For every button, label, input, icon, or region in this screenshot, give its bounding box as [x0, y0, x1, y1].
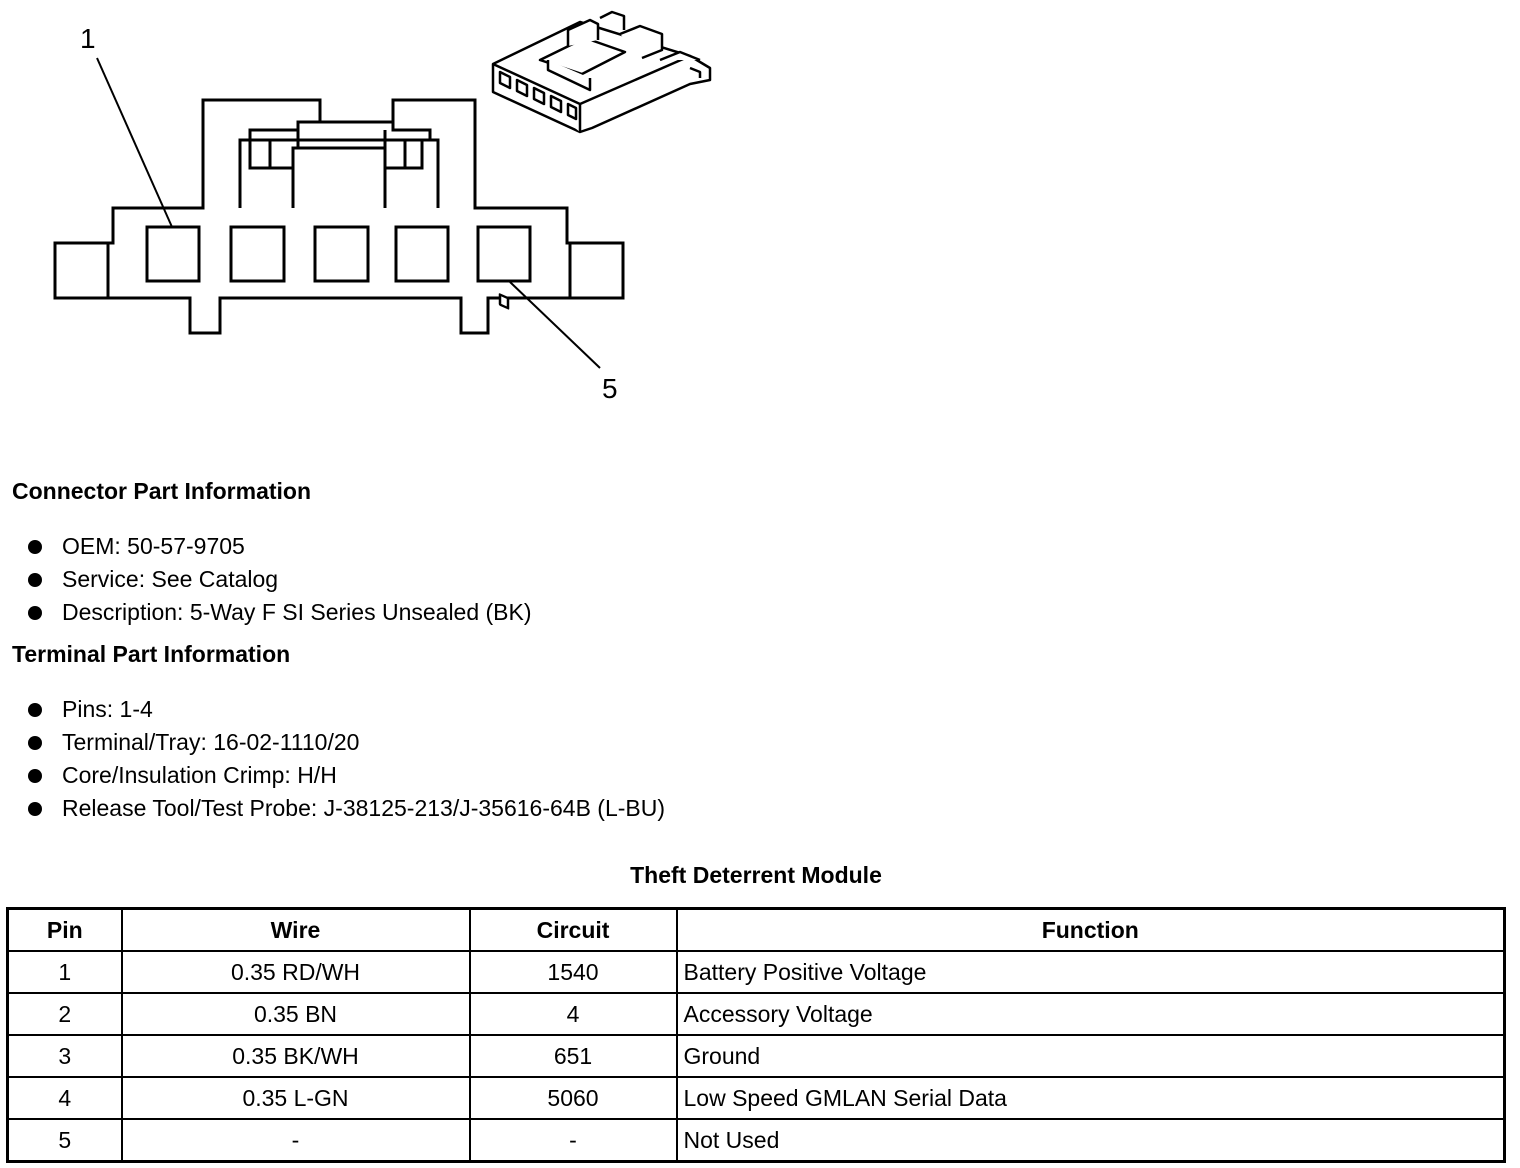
callout-5-label: 5 — [602, 373, 618, 404]
cell-function: Accessory Voltage — [675, 992, 1506, 1036]
cavity-4 — [394, 225, 450, 283]
cell-circuit: 5060 — [468, 1076, 678, 1120]
bullet-icon — [28, 605, 42, 620]
cavity-2 — [229, 225, 286, 283]
table-header-row: Pin Wire Circuit Function — [6, 907, 1506, 952]
terminal-info-heading: Terminal Part Information — [12, 641, 291, 667]
latch-inner — [248, 130, 430, 208]
connector-diagram: 1 5 — [53, 10, 712, 404]
list-item: Core/Insulation Crimp: H/H — [28, 759, 665, 792]
header-circuit: Circuit — [468, 907, 678, 952]
cell-pin: 4 — [6, 1076, 123, 1120]
bullet-icon — [28, 735, 42, 750]
bullet-icon — [28, 768, 42, 783]
cell-circuit: - — [468, 1118, 678, 1163]
terminal-info-list: Pins: 1-4 Terminal/Tray: 16-02-1110/20 C… — [28, 693, 665, 825]
table-row: 4 0.35 L-GN 5060 Low Speed GMLAN Serial … — [6, 1076, 1506, 1120]
pinout-table: Pin Wire Circuit Function 1 0.35 RD/WH 1… — [6, 907, 1506, 1163]
header-function: Function — [675, 907, 1506, 952]
table-row: 3 0.35 BK/WH 651 Ground — [6, 1034, 1506, 1078]
cell-wire: 0.35 L-GN — [120, 1076, 471, 1120]
latch-outline — [238, 120, 440, 208]
list-item: OEM: 50-57-9705 — [28, 530, 532, 563]
cell-wire: 0.35 RD/WH — [120, 950, 471, 994]
cell-wire: - — [120, 1118, 471, 1163]
list-item: Release Tool/Test Probe: J-38125-213/J-3… — [28, 792, 665, 825]
table-title: Theft Deterrent Module — [630, 862, 882, 888]
cavity-1 — [145, 225, 201, 283]
callout-5-leader — [509, 281, 601, 369]
cell-function: Battery Positive Voltage — [675, 950, 1506, 994]
cell-function: Ground — [675, 1034, 1506, 1078]
cell-wire: 0.35 BN — [120, 992, 471, 1036]
table-row: 5 - - Not Used — [6, 1118, 1506, 1163]
connector-body-outline — [53, 98, 625, 335]
connector-isometric-illustration — [491, 10, 712, 310]
cell-function: Low Speed GMLAN Serial Data — [675, 1076, 1506, 1120]
header-pin: Pin — [6, 907, 123, 952]
cavity-5 — [476, 225, 532, 283]
cell-pin: 3 — [6, 1034, 123, 1078]
bullet-icon — [28, 539, 42, 554]
list-item: Terminal/Tray: 16-02-1110/20 — [28, 726, 665, 759]
list-item: Service: See Catalog — [28, 563, 532, 596]
cell-circuit: 651 — [468, 1034, 678, 1078]
table-row: 2 0.35 BN 4 Accessory Voltage — [6, 992, 1506, 1036]
cell-pin: 5 — [6, 1118, 123, 1163]
cell-circuit: 4 — [468, 992, 678, 1036]
callout-1-leader — [96, 57, 173, 228]
list-item: Pins: 1-4 — [28, 693, 665, 726]
list-item: Description: 5-Way F SI Series Unsealed … — [28, 596, 532, 629]
cell-pin: 2 — [6, 992, 123, 1036]
bullet-icon — [28, 702, 42, 717]
cell-pin: 1 — [6, 950, 123, 994]
table-row: 1 0.35 RD/WH 1540 Battery Positive Volta… — [6, 950, 1506, 994]
connector-info-list: OEM: 50-57-9705 Service: See Catalog Des… — [28, 530, 532, 629]
cell-function: Not Used — [675, 1118, 1506, 1163]
header-wire: Wire — [120, 907, 471, 952]
bullet-icon — [28, 572, 42, 587]
callout-1-label: 1 — [80, 23, 96, 54]
cell-wire: 0.35 BK/WH — [120, 1034, 471, 1078]
bullet-icon — [28, 801, 42, 816]
connector-info-heading: Connector Part Information — [12, 478, 312, 504]
cell-circuit: 1540 — [468, 950, 678, 994]
cavity-3 — [313, 225, 370, 283]
